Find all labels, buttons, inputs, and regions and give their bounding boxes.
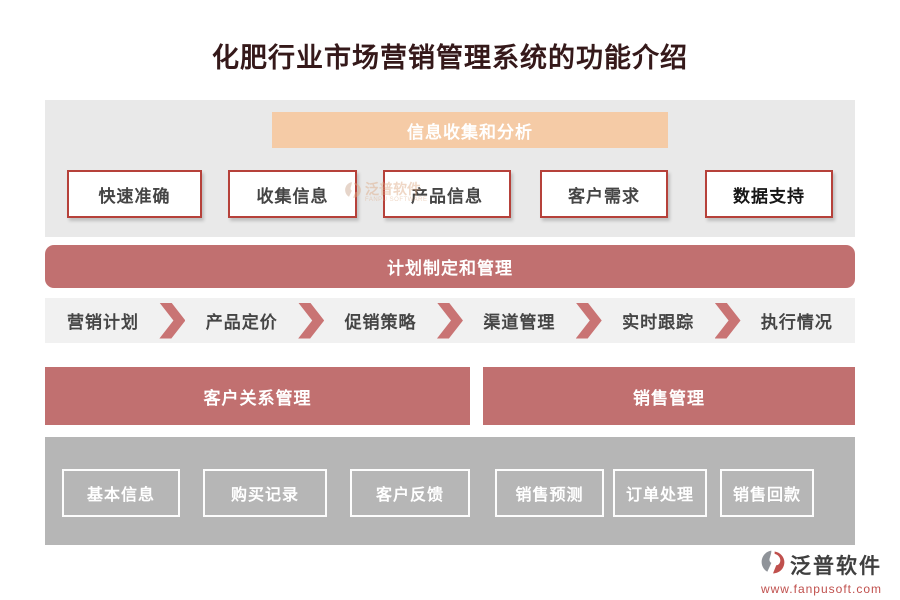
fanpu-swirl-icon xyxy=(760,549,786,580)
info-item-box: 快速准确 xyxy=(67,170,202,218)
crm-sales-panel: 基本信息 购买记录 客户反馈 销售预测 订单处理 销售回款 xyxy=(45,437,855,545)
info-item-box: 产品信息 xyxy=(383,170,511,218)
page-title: 化肥行业市场营销管理系统的功能介绍 xyxy=(212,43,688,73)
plan-step: 渠道管理 xyxy=(483,313,556,332)
chevron-right-icon xyxy=(159,302,186,339)
footer-brand: 泛普软件 www.fanpusoft.com xyxy=(760,549,882,596)
footer-brand-url: www.fanpusoft.com xyxy=(760,582,882,596)
crm-section-header: 客户关系管理 xyxy=(45,367,470,425)
sales-item-box: 销售预测 xyxy=(495,469,604,517)
info-item-box: 收集信息 xyxy=(228,170,357,218)
plan-step: 执行情况 xyxy=(760,313,833,332)
plan-step: 促销策略 xyxy=(344,313,417,332)
sales-item-box: 订单处理 xyxy=(613,469,707,517)
sales-item-box: 销售回款 xyxy=(720,469,814,517)
sales-section-header: 销售管理 xyxy=(483,367,855,425)
chevron-right-icon xyxy=(714,302,741,339)
chevron-right-icon xyxy=(436,302,463,339)
plan-section-header: 计划制定和管理 xyxy=(45,245,855,288)
crm-item-box: 客户反馈 xyxy=(350,469,470,517)
info-section-header: 信息收集和分析 xyxy=(272,112,668,148)
plan-step: 实时跟踪 xyxy=(622,313,695,332)
plan-steps-strip: 营销计划 产品定价 促销策略 渠道管理 实时跟踪 执行情况 xyxy=(45,298,855,343)
info-item-box: 数据支持 xyxy=(705,170,833,218)
footer-brand-name: 泛普软件 xyxy=(790,554,882,578)
crm-item-box: 购买记录 xyxy=(203,469,327,517)
crm-item-box: 基本信息 xyxy=(62,469,180,517)
info-item-box: 客户需求 xyxy=(540,170,668,218)
plan-step: 营销计划 xyxy=(67,313,139,332)
plan-step: 产品定价 xyxy=(205,313,278,332)
chevron-right-icon xyxy=(575,302,602,339)
info-section-panel: 信息收集和分析 快速准确 收集信息 产品信息 客户需求 数据支持 xyxy=(45,100,855,237)
chevron-right-icon xyxy=(298,302,325,339)
